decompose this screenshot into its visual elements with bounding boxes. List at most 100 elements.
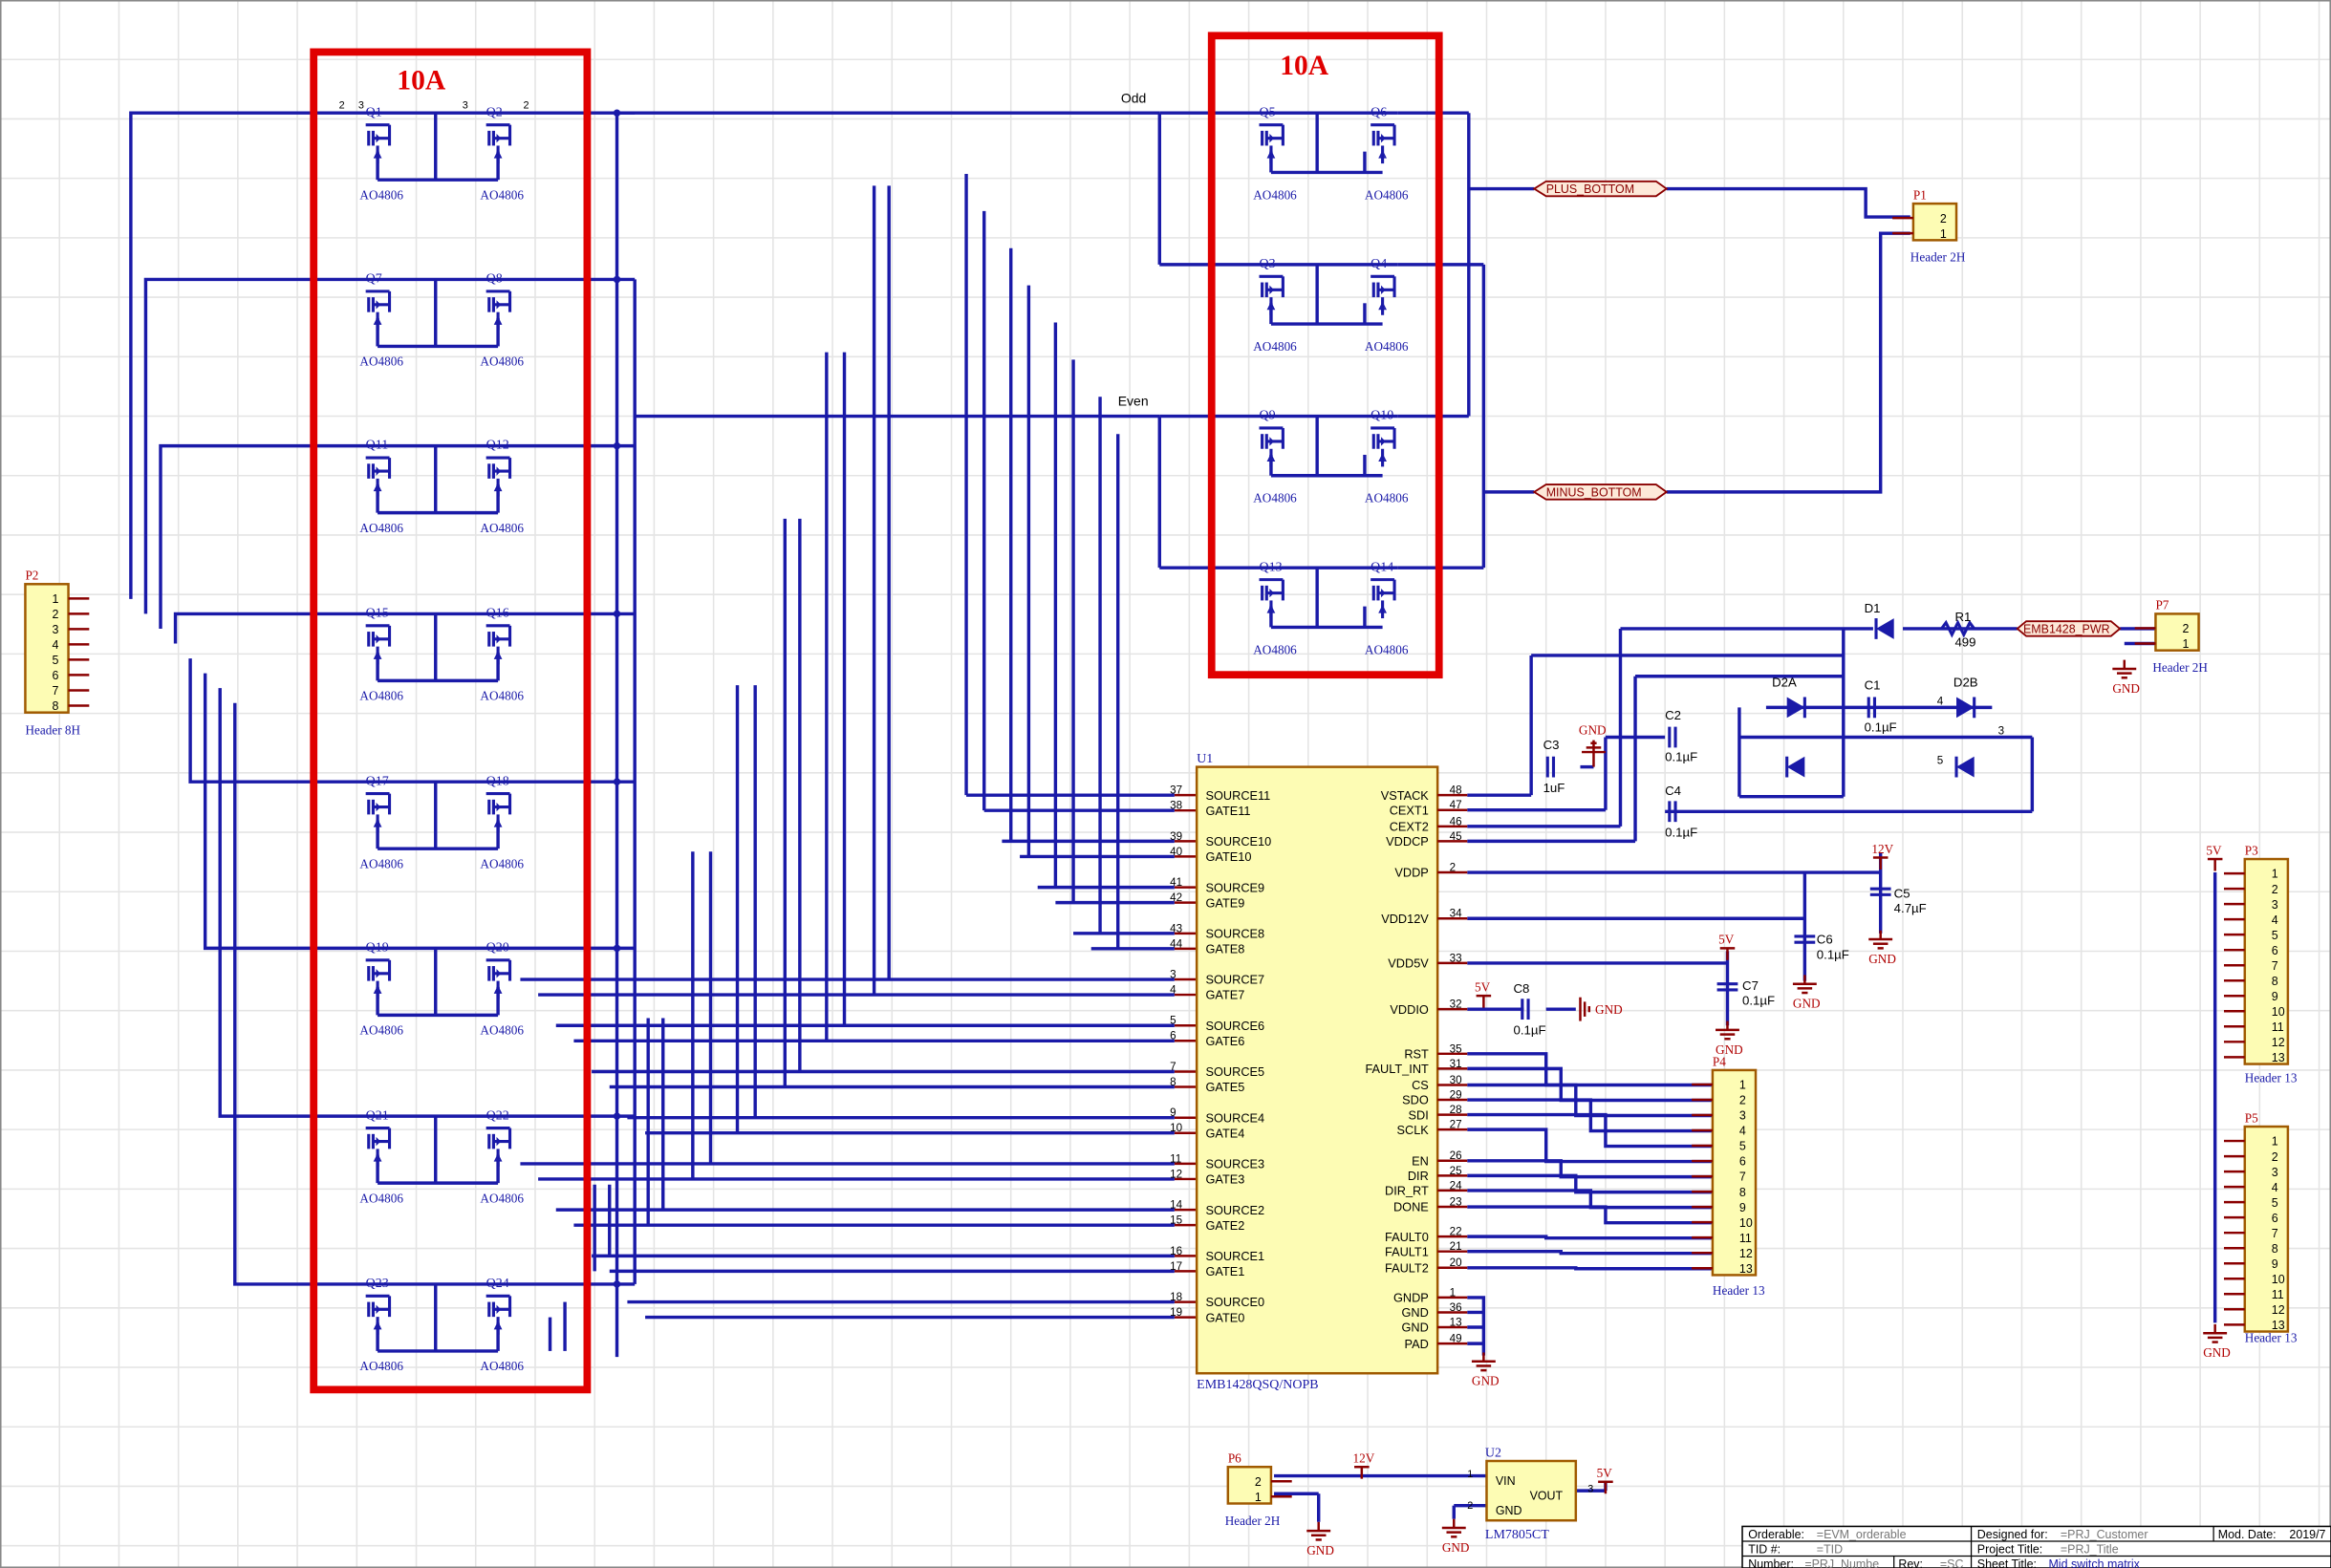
u2-pin2: 2: [1467, 1500, 1473, 1512]
p4-pin: 4: [1739, 1125, 1746, 1138]
pwr-5v-c7: 5V: [1718, 933, 1736, 960]
p7-pin: 2: [2182, 622, 2189, 635]
p6-pin: 1: [1255, 1491, 1262, 1504]
p3-pin: 8: [2272, 975, 2278, 988]
port-emb1428-pwr: EMB1428_PWR: [2016, 620, 2122, 637]
u1-pin-num-l: 19: [1170, 1306, 1182, 1319]
left-rating-label: 10A: [397, 65, 446, 96]
wires: [129, 109, 2217, 1522]
resistor-r1: [1940, 619, 1975, 638]
u1-pin-num-l: 18: [1170, 1291, 1182, 1303]
d1-ref: D1: [1865, 601, 1881, 615]
mosfet-q21-part: AO4806: [359, 1191, 403, 1205]
gnd-c3: GND: [1579, 722, 1607, 769]
u1-pin-name-r: GNDP: [1393, 1291, 1429, 1305]
u2-pin1: 1: [1467, 1469, 1473, 1480]
capacitor-c7: [1716, 982, 1738, 992]
mosfet-q6-part: AO4806: [1365, 187, 1409, 202]
mosfet-q1-ref: Q1: [366, 105, 382, 119]
capacitor-c3: [1545, 756, 1556, 778]
left-rating-box: [310, 48, 592, 1394]
u1-pin-num-r: 26: [1450, 1149, 1462, 1162]
u1-pin-name-r: FAULT1: [1385, 1244, 1429, 1258]
mosfet-q14-part: AO4806: [1365, 642, 1409, 656]
p5-pin: 2: [2272, 1150, 2278, 1164]
p4-pin: 12: [1739, 1247, 1753, 1260]
mosfet-q2-ref: Q2: [486, 105, 503, 119]
mosfet-q18-part: AO4806: [480, 856, 524, 870]
pwr-5v-p3-label: 5V: [2206, 843, 2222, 857]
u1-pin-num-r: 25: [1450, 1165, 1462, 1177]
mosfet-q20-part: AO4806: [480, 1023, 524, 1038]
p4-pin: 7: [1739, 1171, 1746, 1184]
p2-pin: 7: [52, 684, 58, 698]
mosfet-q7-ref: Q7: [366, 272, 382, 287]
p3-pin: 1: [2272, 868, 2278, 881]
gnd-label: GND: [2203, 1345, 2231, 1360]
u1-pin-name-r: VDD12V: [1381, 912, 1429, 926]
u1-pin-num-r: 45: [1450, 830, 1462, 843]
gnd-label: GND: [1472, 1374, 1500, 1388]
pwr-5v-c7-label: 5V: [1718, 933, 1735, 947]
u1-pin-num-l: 9: [1170, 1106, 1176, 1119]
u1-pin-num-r: 2: [1450, 861, 1456, 873]
u1-pin-num-r: 13: [1450, 1316, 1462, 1328]
p2-pin: 5: [52, 654, 58, 667]
p1-name: Header 2H: [1910, 250, 1966, 265]
p5-pin: 5: [2272, 1196, 2278, 1210]
mosfet-q16-part: AO4806: [480, 689, 524, 703]
u1-pin-name-l: GATE10: [1205, 849, 1251, 864]
u1-pin-num-r: 34: [1450, 908, 1462, 920]
u1-pin-num-r: 47: [1450, 799, 1462, 811]
p4-name: Header 13: [1713, 1283, 1765, 1298]
u1-pin-name-l: SOURCE10: [1205, 834, 1271, 848]
p1-ref: P1: [1913, 187, 1927, 202]
d2b-pin4: 4: [1937, 695, 1944, 707]
r1-val: 499: [1954, 635, 1975, 650]
mosfet-q14-ref: Q14: [1371, 560, 1393, 574]
port-minus-bottom: MINUS_BOTTOM: [1532, 483, 1669, 501]
u1-pin-num-l: 41: [1170, 876, 1182, 889]
u1-pin-name-l: GATE0: [1205, 1310, 1244, 1324]
u1-pin-num-r: 46: [1450, 815, 1462, 827]
u1-pin-num-r: 48: [1450, 784, 1462, 797]
gnd-label: GND: [1442, 1540, 1470, 1555]
diode-d1: [1874, 618, 1894, 639]
p5-pin: 4: [2272, 1181, 2278, 1194]
u1-pin-num-r: 31: [1450, 1058, 1462, 1070]
p5-ref: P5: [2245, 1110, 2258, 1125]
diode-d2b-1: [1956, 697, 1976, 719]
gnd-symbol-side: GND: [1579, 997, 1623, 1021]
u1-pin-num-l: 14: [1170, 1199, 1182, 1212]
tb-orderable-value: =EVM_orderable: [1817, 1528, 1907, 1541]
p5-pin: 8: [2272, 1242, 2278, 1256]
u1-pin-name-r: RST: [1404, 1046, 1429, 1061]
u1-pin-name-l: GATE2: [1205, 1218, 1244, 1233]
p5-name: Header 13: [2245, 1331, 2298, 1345]
u1-pin-name-l: GATE3: [1205, 1172, 1244, 1187]
u1-pin-name-l: GATE9: [1205, 895, 1244, 910]
u1-pin-num-l: 15: [1170, 1214, 1182, 1227]
u1-pin-name-l: SOURCE0: [1205, 1295, 1264, 1309]
mosfet-q15-ref: Q15: [366, 607, 389, 621]
u1-pin-num-l: 16: [1170, 1245, 1182, 1257]
p4-pin: 10: [1739, 1216, 1753, 1230]
capacitor-c2: [1668, 726, 1677, 748]
c1-ref: C1: [1865, 678, 1881, 693]
